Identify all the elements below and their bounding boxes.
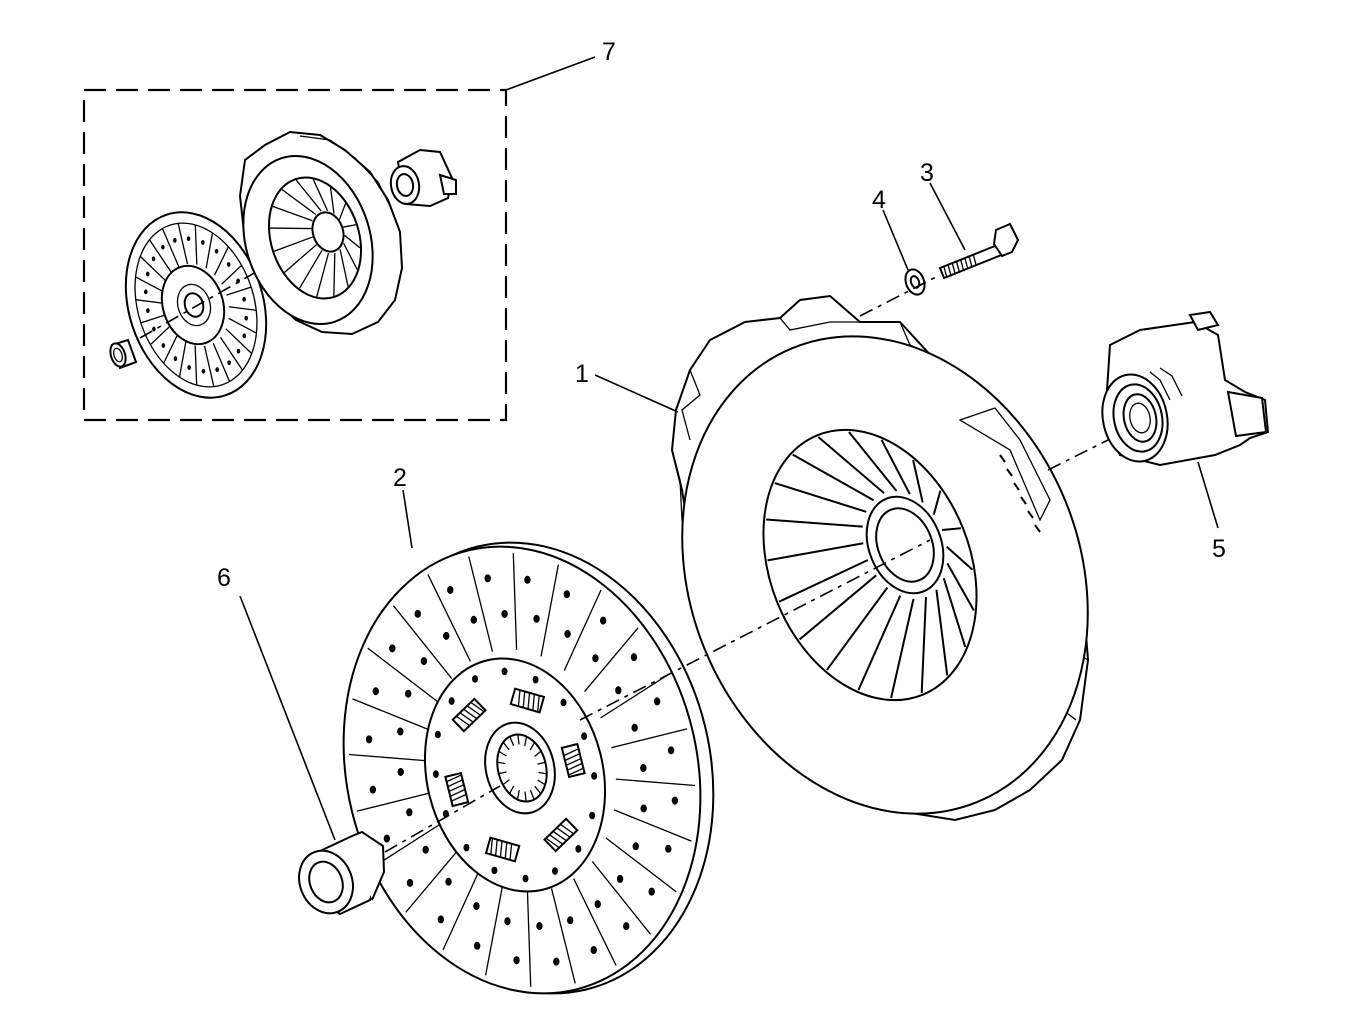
washer-icon <box>882 209 926 296</box>
callout-5: 5 <box>1212 535 1226 563</box>
leader-line-4 <box>882 209 909 271</box>
callout-3: 3 <box>920 159 934 187</box>
kit-pressure-plate <box>238 130 404 336</box>
release-bearing-icon <box>1101 310 1270 529</box>
callout-1: 1 <box>575 360 589 388</box>
leader-line-7 <box>505 56 596 91</box>
clutch-kit-box <box>82 56 596 422</box>
leader-line-1 <box>594 374 679 413</box>
clutch-disc-icon <box>342 489 715 995</box>
clutch-pressure-plate-icon <box>594 294 1090 822</box>
kit-dashed-frame <box>82 88 508 422</box>
kit-disc <box>124 211 268 399</box>
callout-4: 4 <box>872 186 886 214</box>
leader-line-2 <box>402 489 413 549</box>
callout-7: 7 <box>602 38 616 66</box>
bolt-icon <box>929 182 1020 280</box>
callout-6: 6 <box>217 564 231 592</box>
kit-bushing <box>109 338 138 370</box>
callout-2: 2 <box>393 464 407 492</box>
kit-release-bearing <box>389 148 457 208</box>
clutch-kit-icon <box>109 130 457 399</box>
leader-line-6 <box>239 595 336 841</box>
leader-line-3 <box>929 182 966 251</box>
leader-line-5 <box>1197 461 1219 529</box>
pilot-bushing-icon <box>239 595 386 916</box>
